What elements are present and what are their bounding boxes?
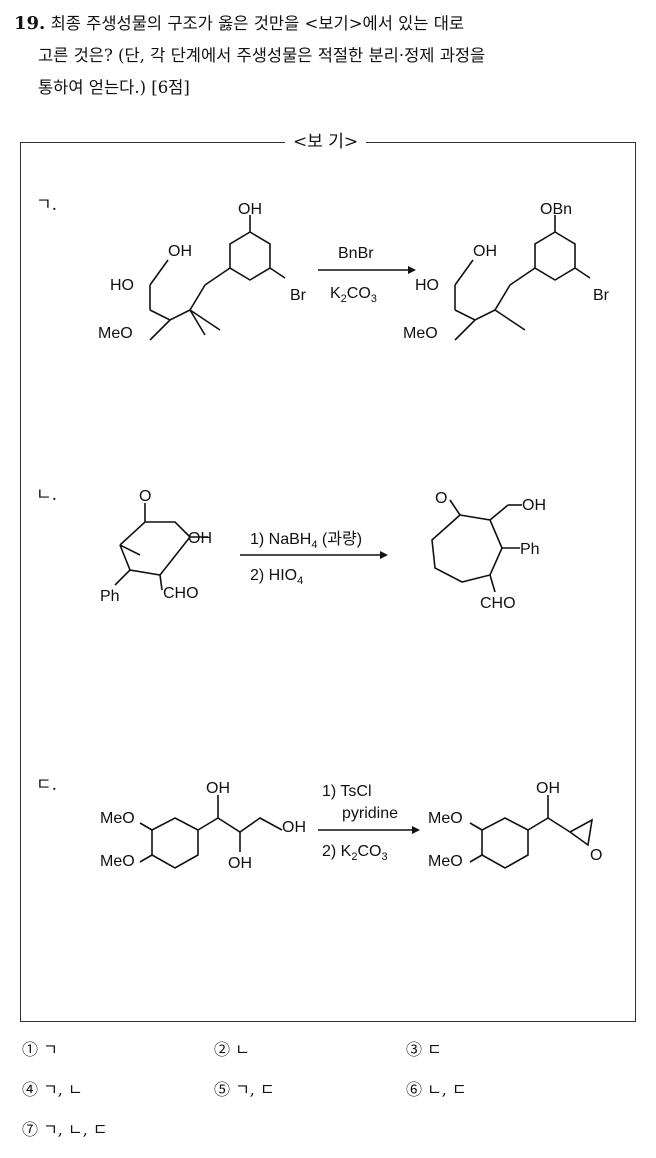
pr-a-ho: HO — [415, 277, 439, 294]
choice-1[interactable]: ① ㄱ — [22, 1040, 58, 1059]
pr-b-o: O — [435, 490, 447, 507]
reaction-b-product: O OH Ph CHO — [431, 490, 546, 612]
reaction-a-starting-material: OH OH HO MeO Br — [98, 201, 307, 342]
question-text: 19. 최종 주생성물의 구조가 옳은 것만을 <보기>에서 있는 대로 고른 … — [14, 8, 644, 104]
pr-b-cho: CHO — [480, 595, 516, 612]
item-label-a: ㄱ. — [36, 195, 58, 215]
choice-4[interactable]: ④ ㄱ, ㄴ — [22, 1080, 83, 1099]
choice-5[interactable]: ⑤ ㄱ, ㄷ — [214, 1080, 275, 1099]
reagent-c-2: 2) K2CO3 — [322, 843, 388, 863]
sm-c-oh2: OH — [282, 819, 306, 836]
reagent-c-1b: pyridine — [342, 805, 398, 822]
pr-a-obn: OBn — [540, 201, 572, 218]
sm-b-oh: OH — [188, 530, 212, 547]
reaction-b-starting-material: O OH Ph CHO — [100, 488, 212, 605]
reagent-b-2: 2) HIO4 — [250, 567, 303, 587]
sm-a-meo: MeO — [98, 325, 133, 342]
choice-7[interactable]: ⑦ ㄱ, ㄴ, ㄷ — [22, 1120, 108, 1139]
pr-c-meo2: MeO — [428, 853, 463, 870]
question-line-3: 통하여 얻는다.) [6점] — [38, 78, 190, 97]
pr-c-meo1: MeO — [428, 810, 463, 827]
bogi-box: <보 기> — [20, 131, 636, 1022]
sm-b-cho: CHO — [163, 585, 199, 602]
reagent-b-1: 1) NaBH4 (과량) — [250, 530, 362, 551]
sm-c-oh3: OH — [228, 855, 252, 872]
choice-row-3: ⑦ ㄱ, ㄴ, ㄷ — [22, 1110, 598, 1150]
question-number: 19. — [14, 13, 46, 34]
pr-b-oh: OH — [522, 497, 546, 514]
sm-a-ho: HO — [110, 277, 134, 294]
sm-c-meo2: MeO — [100, 853, 135, 870]
sm-a-br: Br — [290, 287, 307, 304]
sm-a-oh-side: OH — [168, 243, 192, 260]
bogi-title: <보 기> — [285, 131, 367, 153]
pr-a-br: Br — [593, 287, 610, 304]
reaction-a-product: OBn OH HO MeO Br — [403, 201, 610, 342]
reaction-c-product: OH O MeO MeO — [428, 780, 602, 870]
sm-c-oh1: OH — [206, 780, 230, 797]
question-line-1: 19. 최종 주생성물의 구조가 옳은 것만을 <보기>에서 있는 대로 — [14, 8, 644, 40]
answer-choices: ① ㄱ ② ㄴ ③ ㄷ ④ ㄱ, ㄴ ⑤ ㄱ, ㄷ ⑥ ㄴ, ㄷ ⑦ ㄱ, ㄴ,… — [22, 1030, 598, 1150]
item-label-b: ㄴ. — [36, 485, 58, 505]
question-line-1-text: 최종 주생성물의 구조가 옳은 것만을 <보기>에서 있는 대로 — [50, 14, 465, 33]
choice-2[interactable]: ② ㄴ — [214, 1040, 250, 1059]
sm-b-ph: Ph — [100, 588, 120, 605]
pr-b-ph: Ph — [520, 541, 540, 558]
sm-c-meo1: MeO — [100, 810, 135, 827]
reagent-a-bottom: K2CO3 — [330, 285, 377, 305]
question-line-2: 고른 것은? (단, 각 단계에서 주생성물은 적절한 분리·정제 과정을 — [38, 46, 486, 65]
reaction-c-starting-material: OH OH OH MeO MeO — [100, 780, 306, 872]
choice-row-2: ④ ㄱ, ㄴ ⑤ ㄱ, ㄷ ⑥ ㄴ, ㄷ — [22, 1070, 598, 1110]
pr-c-o: O — [590, 847, 602, 864]
reagent-c-1: 1) TsCl — [322, 783, 372, 800]
choice-3[interactable]: ③ ㄷ — [406, 1040, 442, 1059]
sm-b-o: O — [139, 488, 151, 505]
reagent-a-top: BnBr — [338, 245, 374, 262]
choice-6[interactable]: ⑥ ㄴ, ㄷ — [406, 1080, 467, 1099]
pr-a-oh-side: OH — [473, 243, 497, 260]
item-label-c: ㄷ. — [36, 775, 58, 795]
sm-a-oh-top: OH — [238, 201, 262, 218]
choice-row-1: ① ㄱ ② ㄴ ③ ㄷ — [22, 1030, 598, 1070]
pr-c-oh: OH — [536, 780, 560, 797]
pr-a-meo: MeO — [403, 325, 438, 342]
